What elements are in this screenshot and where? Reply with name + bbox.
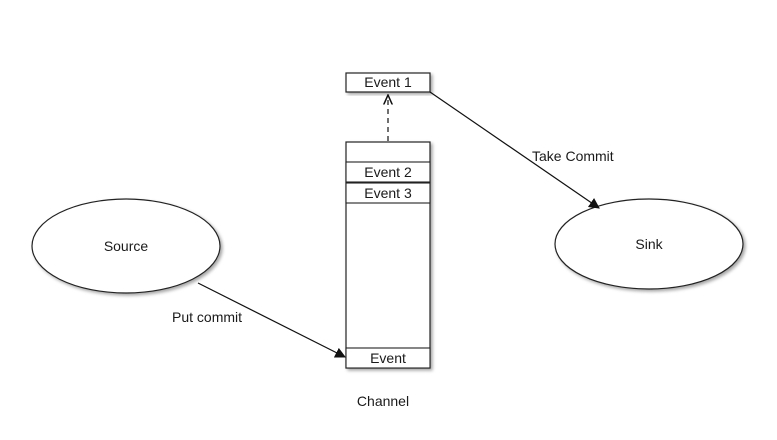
source-node: Source — [31, 198, 221, 294]
source-label: Source — [104, 238, 149, 254]
channel-slot-event3 — [345, 182, 431, 204]
source-ellipse — [31, 198, 221, 294]
channel-label: Channel — [357, 393, 409, 409]
take-commit-arrow — [429, 91, 600, 209]
sink-ellipse — [554, 198, 744, 290]
channel-node: Event 2 Event 3 Event Channel — [345, 141, 431, 409]
event1-label: Event 1 — [364, 74, 412, 90]
event1-node: Event 1 — [345, 72, 431, 93]
channel-slot-event2-label: Event 2 — [364, 164, 412, 180]
event1-box — [345, 72, 431, 93]
channel-slot-event2 — [345, 161, 431, 183]
take-commit-label: Take Commit — [532, 148, 614, 164]
sink-label: Sink — [635, 236, 663, 252]
channel-slot-event3-label: Event 3 — [364, 185, 412, 201]
sink-node: Sink — [554, 198, 744, 290]
put-commit-arrow — [197, 282, 346, 358]
channel-slot-bottom — [345, 347, 431, 369]
channel-slot-bottom-label: Event — [370, 350, 406, 366]
put-commit-label: Put commit — [172, 309, 242, 325]
